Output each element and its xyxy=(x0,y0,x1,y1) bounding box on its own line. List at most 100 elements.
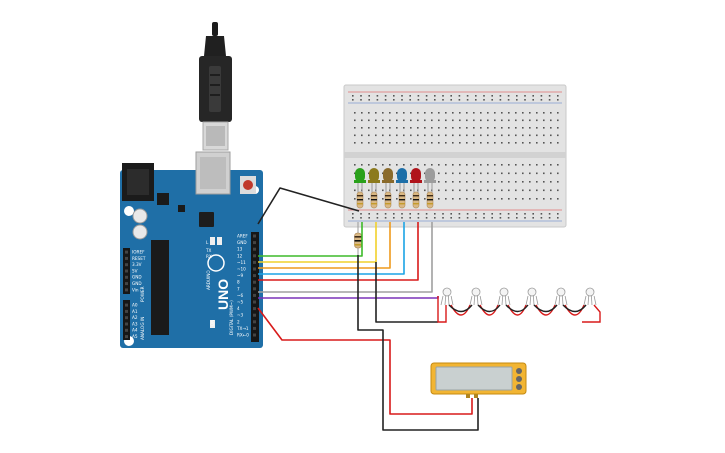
led-group[interactable] xyxy=(354,168,436,209)
analog-pin-label: A5 xyxy=(132,334,138,339)
chain-wire-black[interactable] xyxy=(477,304,501,313)
arduino-brand: ARDUINO xyxy=(206,270,211,290)
wire-gray-pin7[interactable] xyxy=(258,222,433,293)
power-pin[interactable] xyxy=(125,282,128,286)
power-pin[interactable] xyxy=(125,256,128,260)
rgb-led[interactable] xyxy=(583,287,597,306)
digital-pin-TX1[interactable] xyxy=(253,326,256,330)
digital-pin-8[interactable] xyxy=(253,280,256,284)
digital-pin-13[interactable] xyxy=(253,247,256,251)
digital-pin-AREF[interactable] xyxy=(253,234,256,238)
analog-pin[interactable] xyxy=(125,335,128,339)
power-pin-label: GND xyxy=(132,275,142,280)
led-brown[interactable] xyxy=(382,168,394,200)
resistor-red[interactable] xyxy=(412,191,420,209)
led-strip-chain[interactable] xyxy=(437,287,601,323)
digital-pin-label: ~6 xyxy=(237,293,244,298)
digital-pin-label: 2 xyxy=(237,319,240,324)
wire-red-pin5[interactable] xyxy=(257,307,473,415)
power-pin-label: RESET xyxy=(132,256,146,261)
series-resistor[interactable] xyxy=(354,222,362,255)
chain-wire-input[interactable] xyxy=(437,296,447,323)
rgb-led[interactable] xyxy=(525,287,558,316)
chain-wire-end[interactable] xyxy=(582,304,601,323)
analog-pin[interactable] xyxy=(125,328,128,332)
digital-pin-3[interactable] xyxy=(253,313,256,317)
resistor-gray[interactable] xyxy=(426,191,434,209)
svg-text:DIGITAL (PWM~): DIGITAL (PWM~) xyxy=(229,300,234,335)
lcd-display[interactable] xyxy=(430,362,527,398)
digital-pin-2[interactable] xyxy=(253,320,256,324)
rgb-led[interactable] xyxy=(469,287,501,316)
usb-cable[interactable] xyxy=(199,22,232,151)
power-pin-label: Vin xyxy=(132,287,139,292)
digital-pin-6[interactable] xyxy=(253,293,256,297)
svg-text:POWER: POWER xyxy=(140,286,145,302)
wire-black-gnd[interactable] xyxy=(357,255,479,431)
resistor-olive[interactable] xyxy=(370,191,378,209)
analog-pin[interactable] xyxy=(125,322,128,326)
power-pin[interactable] xyxy=(125,288,128,292)
power-pin[interactable] xyxy=(125,269,128,273)
analog-pin[interactable] xyxy=(125,309,128,313)
power-pin-label: GND xyxy=(132,281,142,286)
digital-pin-label: ~11 xyxy=(237,260,246,265)
breadboard[interactable] xyxy=(343,84,567,228)
digital-pin-label: GND xyxy=(237,240,247,245)
chain-wire-black[interactable] xyxy=(448,304,473,313)
power-pin[interactable] xyxy=(125,250,128,254)
svg-text:TX: TX xyxy=(205,248,212,253)
digital-pin-5[interactable] xyxy=(253,300,256,304)
wire-blue-pin9[interactable] xyxy=(258,222,405,275)
analog-pin-label: A4 xyxy=(132,328,138,333)
power-pin-label: 5V xyxy=(132,268,138,273)
arduino-uno-board[interactable]: ON L TX RX ARDUINO UNO DIGITAL (PWM~) PO… xyxy=(120,151,263,348)
chain-wire-black[interactable] xyxy=(505,304,529,313)
rgb-led[interactable] xyxy=(497,287,529,316)
chain-wire-black[interactable] xyxy=(562,304,587,313)
analog-pin[interactable] xyxy=(125,316,128,320)
digital-pin-label: 7 xyxy=(237,286,240,291)
wire-red-pin8[interactable] xyxy=(258,222,419,281)
wire-orange-pin10[interactable] xyxy=(258,222,391,269)
digital-pin-7[interactable] xyxy=(253,287,256,291)
power-pin[interactable] xyxy=(125,263,128,267)
digital-pin-label: ~5 xyxy=(237,300,244,305)
analog-pin-label: A1 xyxy=(132,309,138,314)
digital-pin-label: RX←0 xyxy=(237,333,249,338)
wire-green-pin12[interactable] xyxy=(258,222,363,257)
digital-pin-9[interactable] xyxy=(253,274,256,278)
rgb-led[interactable] xyxy=(440,287,473,316)
resistor-green[interactable] xyxy=(356,191,364,209)
svg-text:L: L xyxy=(206,240,209,245)
digital-pin-label: ~9 xyxy=(237,273,244,278)
power-pin[interactable] xyxy=(125,275,128,279)
atmega-chip xyxy=(151,240,169,335)
digital-pin-4[interactable] xyxy=(253,307,256,311)
digital-pin-label: 8 xyxy=(237,280,240,285)
analog-pin[interactable] xyxy=(125,303,128,307)
wire-black-gnd-top[interactable] xyxy=(257,187,360,225)
digital-pin-label: 12 xyxy=(237,253,243,258)
digital-pin-label: TX→1 xyxy=(236,326,249,331)
digital-pin-GND[interactable] xyxy=(253,241,256,245)
chain-wire-black[interactable] xyxy=(533,304,558,313)
digital-pin-10[interactable] xyxy=(253,267,256,271)
resistor-blue[interactable] xyxy=(398,191,406,209)
digital-pin-label: 4 xyxy=(237,306,240,311)
rgb-led[interactable] xyxy=(554,287,587,316)
wire-purple-pin6[interactable] xyxy=(258,296,439,299)
digital-pin-12[interactable] xyxy=(253,254,256,258)
power-pin-label: IOREF xyxy=(132,250,145,255)
wire-black-led-common[interactable] xyxy=(375,262,438,323)
digital-pin-11[interactable] xyxy=(253,260,256,264)
digital-pin-RX0[interactable] xyxy=(253,333,256,337)
digital-pin-label: 13 xyxy=(237,247,243,252)
analog-pin-label: A2 xyxy=(132,315,138,320)
power-pin-label: 3.3V xyxy=(132,262,142,267)
resistor-brown[interactable] xyxy=(384,191,392,209)
